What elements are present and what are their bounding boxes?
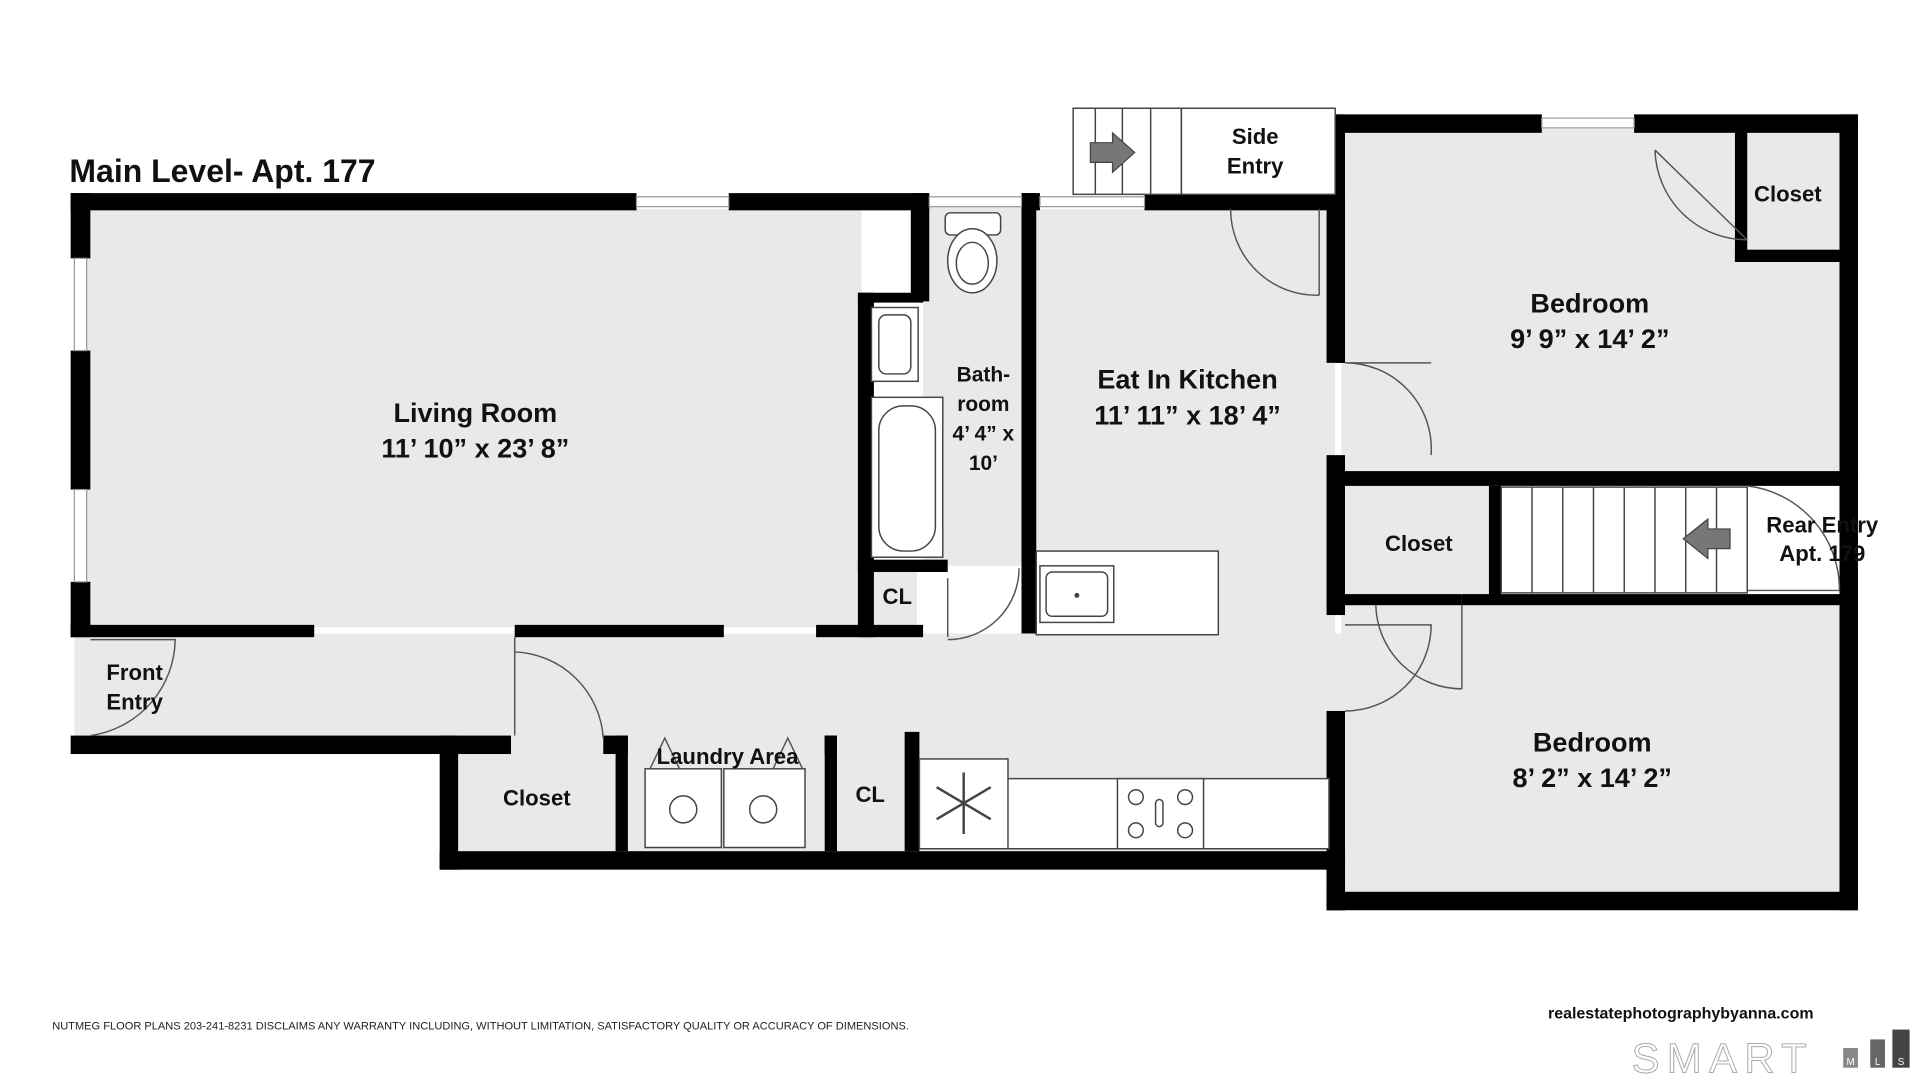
plan-title: Main Level- Apt. 177 — [69, 153, 375, 189]
rear-closet-label: Closet — [1385, 531, 1453, 556]
bedroom1-size: 9’ 9” x 14’ 2” — [1510, 324, 1669, 354]
living-room-name: Living Room — [393, 398, 557, 428]
kitchen-size: 11’ 11” x 18’ 4” — [1094, 400, 1281, 430]
rear-entry-2: Apt. 179 — [1779, 541, 1865, 566]
front-entry-2: Entry — [106, 690, 163, 715]
sink-icon — [870, 306, 919, 383]
bathroom-size-2: 10’ — [969, 452, 998, 475]
website: realestatephotographybyanna.com — [1548, 1005, 1814, 1022]
kitchen-island — [1035, 550, 1220, 636]
rear-entry-1: Rear Entry — [1766, 513, 1879, 538]
washer-icon — [644, 736, 723, 849]
logo-letter-l: L — [1875, 1057, 1881, 1068]
hall-cl-label: CL — [855, 782, 885, 807]
refrigerator-icon — [936, 772, 992, 834]
living-room-size: 11’ 10” x 23’ 8” — [381, 434, 569, 464]
logo-letter-s: S — [1898, 1057, 1905, 1068]
hall-closet-label: Closet — [503, 786, 571, 811]
fixtures — [644, 212, 1330, 850]
windows — [73, 117, 1635, 583]
side-entry-1: Side — [1232, 124, 1279, 149]
smart-mls-logo: SMART M L S — [1631, 1029, 1910, 1080]
doors — [90, 149, 1841, 739]
arrow-left-icon — [1682, 517, 1731, 560]
bathroom-label-2: room — [957, 393, 1009, 416]
toilet-icon — [944, 212, 1002, 294]
stove-icon — [1116, 777, 1205, 850]
laundry-label: Laundry Area — [657, 744, 799, 769]
rear-stairs — [1500, 486, 1748, 594]
disclaimer: NUTMEG FLOOR PLANS 203-241-8231 DISCLAIM… — [52, 1021, 909, 1033]
front-entry-1: Front — [106, 660, 163, 685]
bedroom2-name: Bedroom — [1533, 728, 1652, 758]
kitchen-counter — [918, 758, 1330, 850]
side-stairs — [1072, 107, 1336, 196]
bathroom-label-1: Bath- — [957, 363, 1010, 386]
bathroom-size-1: 4’ 4” x — [953, 422, 1015, 445]
dryer-icon — [723, 736, 806, 849]
kitchen-name: Eat In Kitchen — [1097, 365, 1277, 395]
bedroom1-name: Bedroom — [1530, 288, 1649, 318]
arrow-right-icon — [1089, 131, 1136, 174]
bath-cl-label: CL — [883, 584, 913, 609]
logo-text: SMART — [1632, 1035, 1815, 1080]
side-entry-2: Entry — [1227, 153, 1284, 178]
walls — [70, 114, 1858, 911]
bedroom2-size: 8’ 2” x 14’ 2” — [1513, 763, 1672, 793]
logo-letter-m: M — [1846, 1057, 1854, 1068]
bedroom-closet-label: Closet — [1754, 182, 1822, 207]
room-fills — [74, 129, 1846, 898]
bathtub-icon — [870, 396, 944, 558]
